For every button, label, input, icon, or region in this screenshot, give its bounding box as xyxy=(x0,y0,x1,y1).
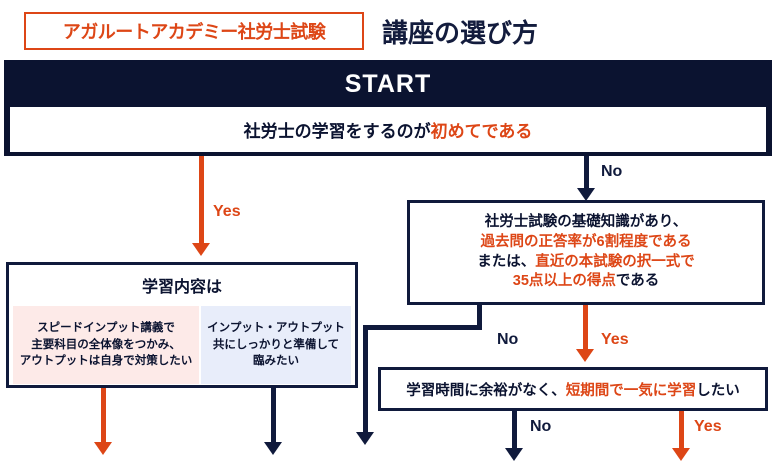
study-option-full-prep[interactable]: インプット・アウトプット 共にしっかりと準備して 臨みたい xyxy=(201,306,351,384)
study-option-left-line3: アウトプットは自身で対策したい xyxy=(19,355,193,368)
page-title: 講座の選び方 xyxy=(382,10,712,52)
start-label-text: START xyxy=(344,69,432,98)
edge-label-knowledge-yes: Yes xyxy=(601,331,629,348)
header-brand-label: アガルートアカデミー社労士試験 xyxy=(62,22,326,42)
start-question-box: 社労士の学習をするのが初めてである xyxy=(10,107,766,152)
edge-start-no-arrowhead xyxy=(577,188,595,201)
time-question-text: 学習時間に余裕がなく、短期間で一気に学習したい xyxy=(378,367,768,411)
edge-study-right-arrowhead xyxy=(264,442,282,455)
edge-label-time-yes: Yes xyxy=(694,418,722,435)
knowledge-line-4-plain: である xyxy=(615,273,660,290)
knowledge-line-3-highlight: 直近の本試験の択一式で xyxy=(535,253,695,270)
header-brand-badge: アガルートアカデミー社労士試験 xyxy=(24,12,364,50)
knowledge-line-4-highlight: 35点以上の得点 xyxy=(512,273,616,290)
edge-start-yes-arrowhead xyxy=(192,243,210,256)
time-question-box xyxy=(378,367,768,411)
edge-knowledge-no-arrowhead xyxy=(356,432,374,445)
study-option-left-line2: 主要科目の全体像をつかみ、 xyxy=(31,338,181,351)
edge-knowledge-no-line-down1 xyxy=(477,305,482,330)
study-option-right-line2: 共にしっかりと準備して xyxy=(212,338,340,351)
edge-study-left-arrowhead xyxy=(94,442,112,455)
edge-label-time-no: No xyxy=(530,418,552,435)
edge-time-yes-line xyxy=(679,411,684,449)
edge-knowledge-yes-line xyxy=(583,305,588,350)
start-question-plain: 社労士の学習をするのが xyxy=(243,122,431,141)
study-content-title-text: 学習内容は xyxy=(141,279,222,296)
edge-start-no-line xyxy=(584,156,589,189)
time-question-inline: 学習時間に余裕がなく、短期間で一気に学習したい xyxy=(406,379,740,400)
edge-label-knowledge-no: No xyxy=(497,331,519,348)
edge-label-start-yes: Yes xyxy=(213,203,241,220)
knowledge-line-1: 社労士試験の基礎知識があり、 xyxy=(485,213,687,233)
knowledge-line-3-plain: または、 xyxy=(477,253,536,270)
study-option-left-line1: スピードインプット講義で xyxy=(37,321,175,334)
edge-study-right-line xyxy=(271,388,276,443)
knowledge-line-2: 過去問の正答率が6割程度である xyxy=(480,233,692,250)
edge-time-no-line xyxy=(512,411,517,449)
time-question-plain-prefix: 学習時間に余裕がなく、 xyxy=(406,382,566,399)
edge-time-no-arrowhead xyxy=(505,448,523,461)
edge-start-yes-line xyxy=(199,156,204,244)
page-title-label: 講座の選び方 xyxy=(382,17,539,48)
time-question-highlight: 短期間で一気に学習 xyxy=(565,382,697,399)
start-question-highlight: 初めてである xyxy=(430,122,533,141)
edge-time-yes-arrowhead xyxy=(672,448,690,461)
start-question-text: 社労士の学習をするのが初めてである xyxy=(244,117,533,142)
edge-label-start-no: No xyxy=(601,163,623,180)
knowledge-question-text: 社労士試験の基礎知識があり、 過去問の正答率が6割程度である または、直近の本試… xyxy=(407,203,765,302)
study-option-speed-input[interactable]: スピードインプット講義で 主要科目の全体像をつかみ、 アウトプットは自身で対策し… xyxy=(13,306,199,384)
knowledge-line-3: または、直近の本試験の択一式で xyxy=(477,253,695,273)
time-question-plain-suffix: したい xyxy=(696,382,740,399)
knowledge-line-4: 35点以上の得点である xyxy=(513,272,660,292)
knowledge-line-1-plain: 社労士試験の基礎知識があり、 xyxy=(484,214,688,231)
study-content-title: 学習内容は xyxy=(6,266,358,304)
edge-knowledge-no-line-left xyxy=(363,325,482,330)
study-option-right-line1: インプット・アウトプット xyxy=(207,321,345,334)
start-label: START xyxy=(4,62,772,106)
knowledge-question-box xyxy=(407,200,765,305)
edge-knowledge-no-line-down2 xyxy=(363,325,368,433)
edge-study-left-line xyxy=(101,388,106,443)
study-option-right-line3: 臨みたい xyxy=(253,355,299,368)
edge-knowledge-yes-arrowhead xyxy=(576,349,594,362)
